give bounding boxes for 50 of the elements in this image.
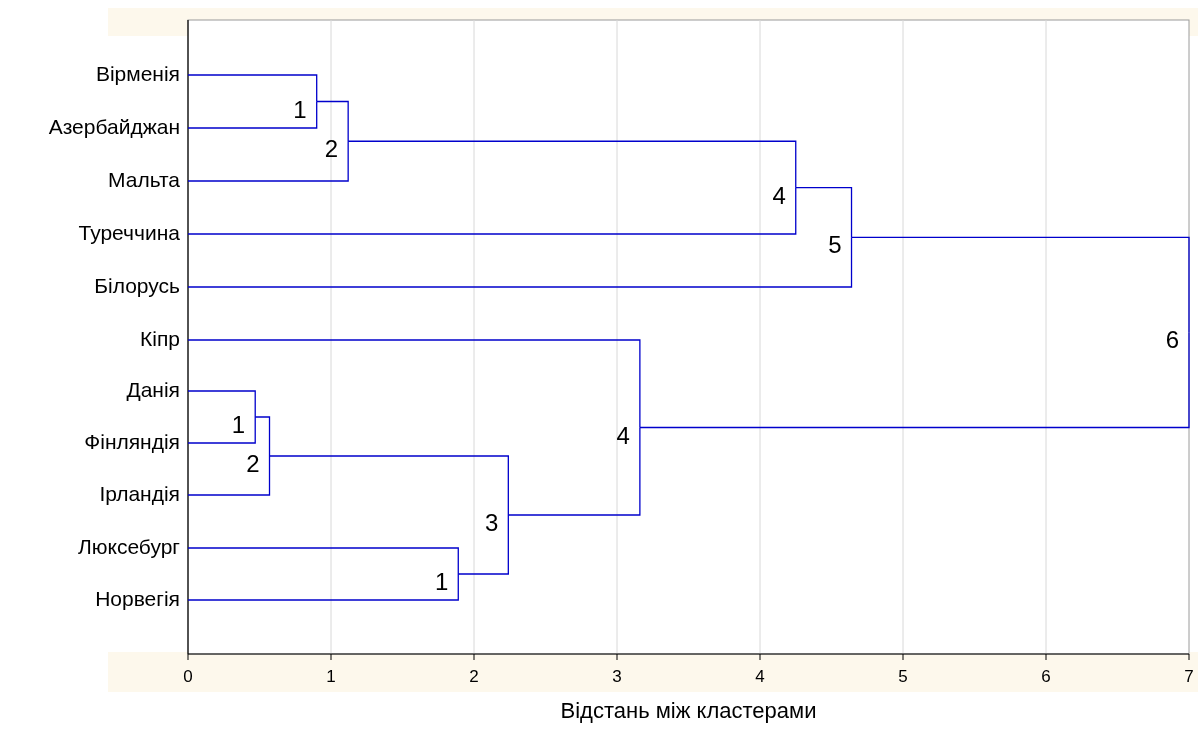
- tick-label: 2: [468, 667, 480, 687]
- country-label: Люксебург: [0, 535, 180, 559]
- tick-label: 3: [611, 667, 623, 687]
- country-label: Ірландія: [0, 482, 180, 506]
- cluster-step-number: 3: [474, 509, 499, 537]
- tick-label: 0: [182, 667, 194, 687]
- dendrogram-link: [457, 514, 509, 575]
- cluster-step-number: 2: [314, 135, 339, 164]
- dendrogram-link: [639, 331, 1190, 429]
- tick-label: 1: [325, 667, 337, 687]
- dendrogram-link: [187, 455, 271, 496]
- dendrogram-link: [187, 74, 318, 103]
- tick-label: 5: [897, 667, 909, 687]
- dendrogram-link: [187, 547, 459, 575]
- country-label: Вірменія: [0, 62, 180, 86]
- dendrogram-link: [187, 416, 256, 444]
- country-label: Норвегія: [0, 587, 180, 611]
- country-label: Данія: [0, 378, 180, 402]
- dendrogram-link: [187, 573, 459, 601]
- cluster-step-number: 1: [424, 568, 449, 596]
- cluster-step-number: 2: [235, 450, 260, 478]
- dendrogram-link: [850, 236, 1190, 334]
- tick-label: 7: [1183, 667, 1195, 687]
- dendrogram-link: [268, 455, 509, 516]
- cluster-step-number: 5: [817, 231, 842, 260]
- cluster-step-number: 1: [282, 95, 307, 124]
- country-label: Кіпр: [0, 327, 180, 351]
- country-label: Туреччина: [0, 221, 180, 245]
- dendrogram-link: [187, 339, 641, 429]
- cluster-step-number: 1: [221, 411, 246, 439]
- country-label: Мальта: [0, 168, 180, 192]
- axis-title: Відстань між кластерами: [559, 698, 818, 724]
- dendrogram-link: [187, 236, 853, 288]
- dendrogram-link: [316, 100, 349, 142]
- dendrogram-link: [507, 426, 641, 516]
- dendrogram-link: [254, 416, 271, 457]
- country-label: Азербайджан: [0, 115, 180, 139]
- country-label: Фінляндія: [0, 430, 180, 454]
- cluster-step-number: 4: [605, 421, 630, 450]
- tick-label: 6: [1040, 667, 1052, 687]
- tick-label: 4: [754, 667, 766, 687]
- cluster-step-number: 4: [761, 181, 786, 210]
- cluster-step-number: 6: [1155, 326, 1179, 355]
- country-label: Білорусь: [0, 274, 180, 298]
- dendrogram-link: [187, 390, 256, 418]
- dendrogram-link: [187, 100, 318, 129]
- dendrogram-link: [187, 187, 797, 235]
- dendrogram-link: [347, 140, 797, 189]
- dendrogram-link: [795, 187, 853, 238]
- dendrogram-link: [187, 140, 349, 182]
